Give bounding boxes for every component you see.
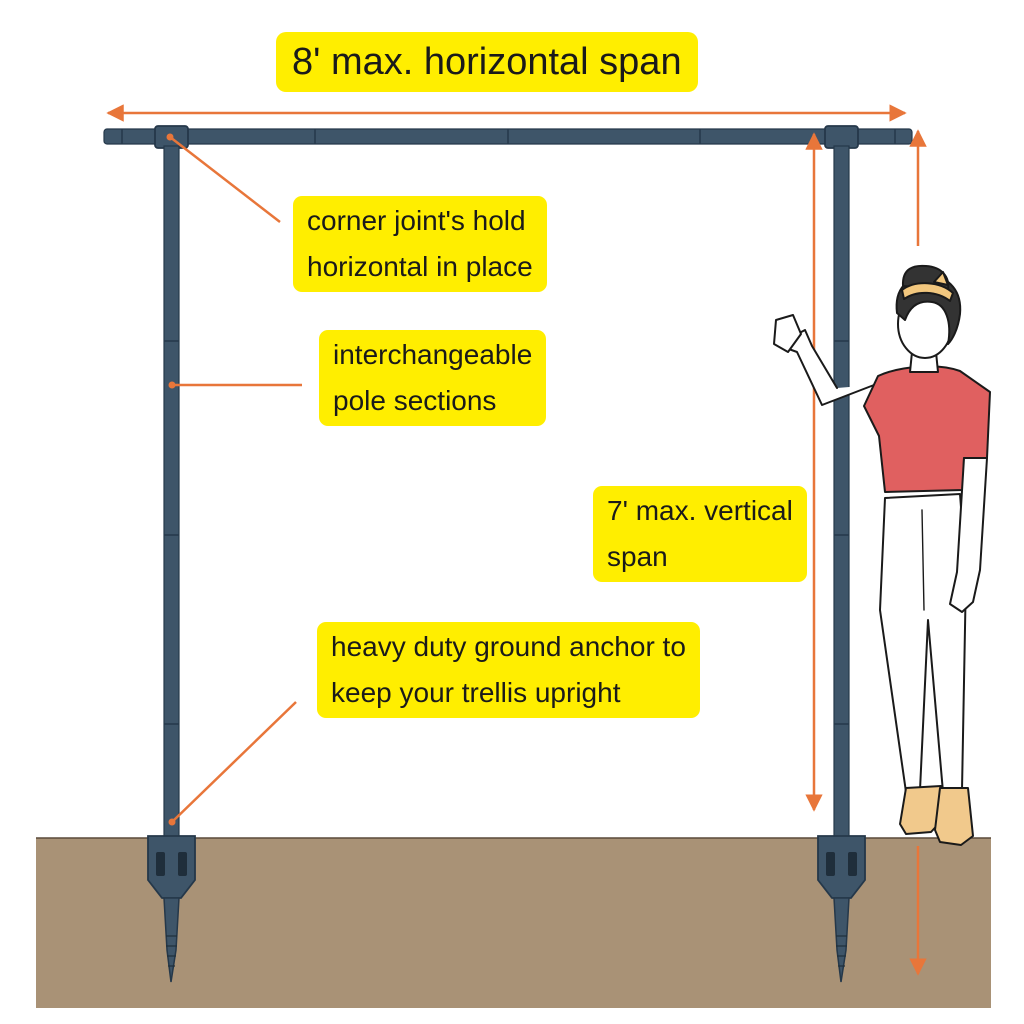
horizontal-span-label: 8' max. horizontal span bbox=[276, 32, 698, 92]
person-illustration bbox=[773, 264, 991, 846]
horizontal-span-text: 8' max. horizontal span bbox=[292, 41, 682, 83]
corner-joint-leader-dot bbox=[166, 133, 174, 141]
corner-joint-text-line-1: corner joint's hold bbox=[307, 205, 526, 236]
ground-anchor-callout: heavy duty ground anchor to keep your tr… bbox=[317, 622, 700, 718]
pole-sections-text-line-1: interchangeable bbox=[333, 339, 533, 370]
left-vertical-pole bbox=[163, 145, 180, 839]
vertical-span-callout: 7' max. vertical span bbox=[593, 486, 807, 582]
ground-anchor-leader bbox=[171, 701, 297, 823]
person-raised-arm bbox=[785, 329, 875, 406]
left-ground-anchor bbox=[147, 835, 196, 983]
ground-anchor-text-line-2: keep your trellis upright bbox=[331, 677, 621, 708]
corner-joint-leader bbox=[169, 136, 281, 223]
corner-joint-text-line-2: horizontal in place bbox=[307, 251, 533, 282]
pole-sections-leader-dot bbox=[168, 381, 176, 389]
person-shoe-left bbox=[899, 785, 945, 835]
corner-joint-callout: corner joint's hold horizontal in place bbox=[293, 196, 547, 292]
ground-anchor-text-line-1: heavy duty ground anchor to bbox=[331, 631, 686, 662]
person-shirt bbox=[863, 365, 991, 493]
ground-anchor-leader-dot bbox=[168, 818, 176, 826]
right-vertical-pole bbox=[833, 145, 850, 839]
pole-sections-callout: interchangeable pole sections bbox=[319, 330, 547, 426]
person-headband bbox=[901, 282, 954, 302]
pole-sections-text-line-2: pole sections bbox=[333, 385, 497, 416]
top-horizontal-pole bbox=[103, 128, 913, 145]
right-ground-anchor bbox=[817, 835, 866, 983]
person-hand bbox=[773, 314, 802, 353]
person-shoe-right bbox=[934, 787, 974, 846]
vertical-span-text-line-1: 7' max. vertical bbox=[607, 495, 793, 526]
corner-joint-right bbox=[824, 125, 859, 149]
vertical-span-text-line-2: span bbox=[607, 541, 668, 572]
person-lower-arm bbox=[949, 457, 988, 613]
